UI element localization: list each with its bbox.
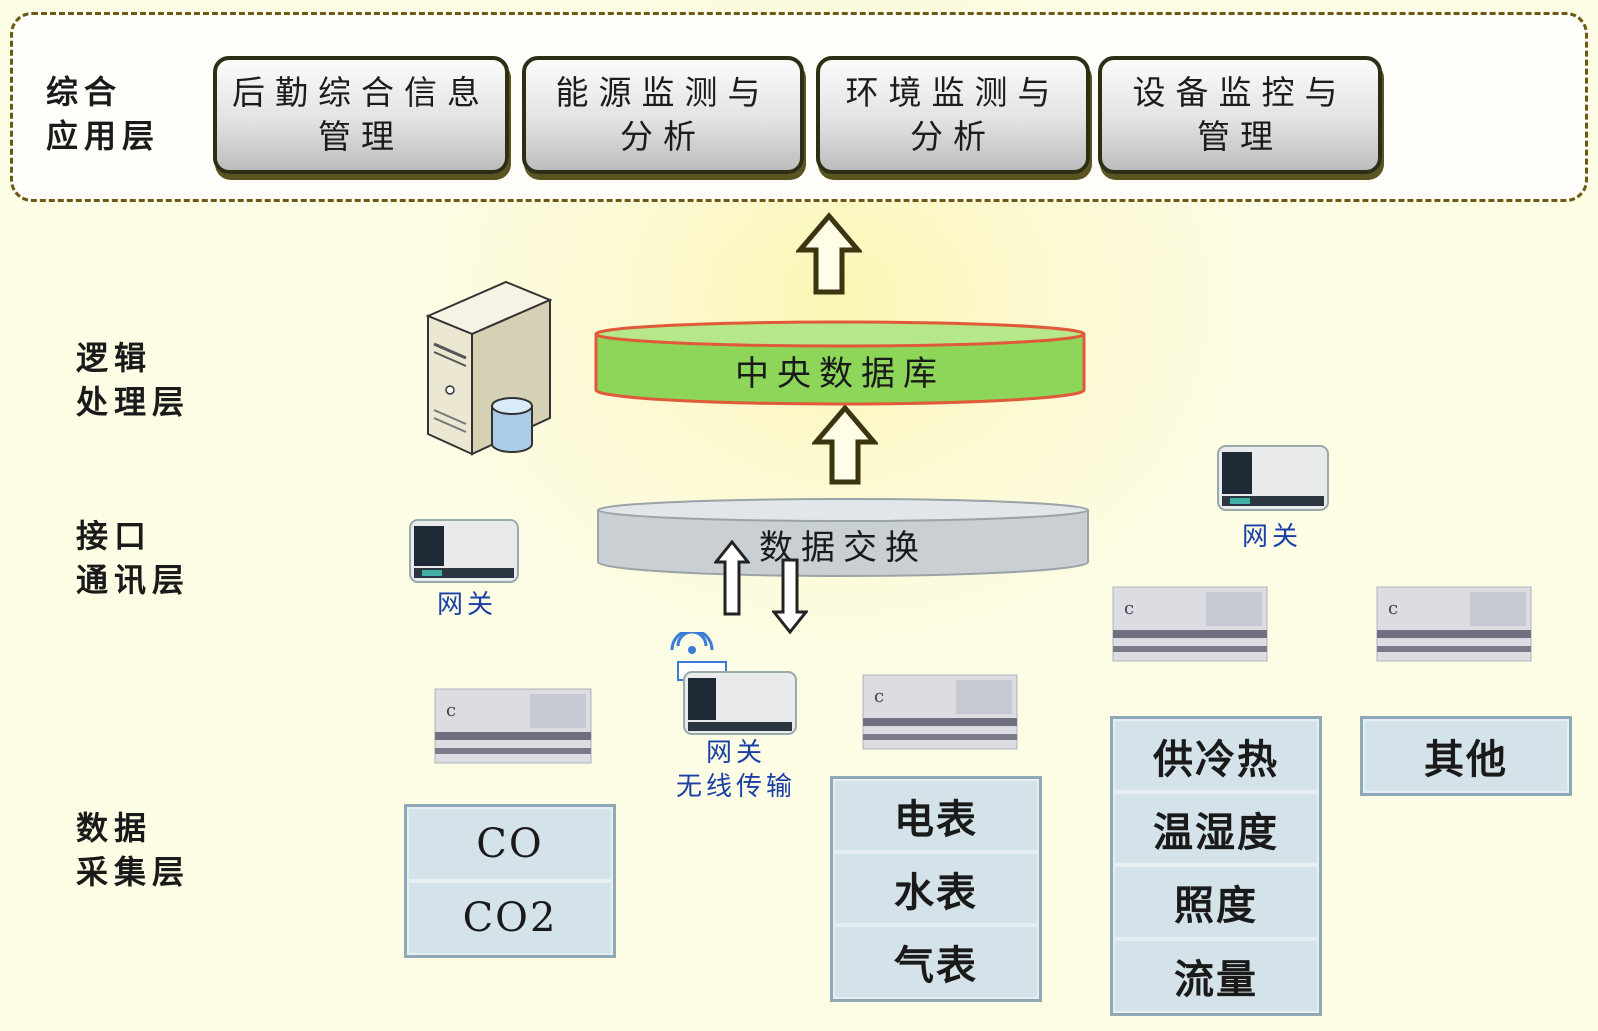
gateway-right-icon [1217,445,1329,511]
gateway-right-label: 网关 [1241,522,1302,552]
sensor-temp-humidity: 温湿度 [1113,792,1319,865]
gateway-left-icon [409,519,519,583]
meter-gas: 气表 [833,925,1039,999]
up-arrow-icon [812,404,878,485]
controller-icon: c [1376,586,1532,662]
svg-text:c: c [1388,598,1398,619]
logic-layer-label: 逻辑 处理层 [76,339,191,421]
module-label: 后勤综合信息管理 [232,73,490,156]
meter-water: 水表 [833,852,1039,925]
central-database-cylinder [594,320,1086,406]
up-arrow-icon [796,212,862,295]
module-logistics-management[interactable]: 后勤综合信息管理 [213,56,509,174]
module-label: 设备监控与管理 [1132,73,1348,156]
sensor-heating-cooling: 供冷热 [1113,719,1319,792]
meter-electric: 电表 [833,779,1039,852]
data-layer-label: 数据 采集层 [76,809,191,891]
module-label: 能源监测与分析 [555,73,771,156]
wireless-gateway-icon [670,632,797,735]
module-environment-monitoring[interactable]: 环境监测与分析 [816,56,1090,174]
sensor-other: 其他 [1363,719,1569,793]
svg-text:c: c [1124,598,1134,619]
interface-layer-label: 接口 通讯层 [76,517,191,599]
module-label: 环境监测与分析 [845,73,1061,156]
controller-icon: c [862,674,1018,750]
server-database-icon [425,280,553,456]
controller-icon: c [434,688,592,764]
gateway-left-label: 网关 [436,590,497,620]
wireless-gateway-label: 网关 无线传输 [675,738,796,802]
module-equipment-control[interactable]: 设备监控与管理 [1098,56,1382,174]
sensor-co: CO [407,807,613,881]
upload-arrow-icon [714,540,750,616]
sensor-illuminance: 照度 [1113,865,1319,939]
download-arrow-icon [772,558,808,634]
sensor-co2: CO2 [407,881,613,955]
svg-text:c: c [446,700,456,721]
air-quality-group: CO CO2 [404,804,616,958]
application-layer-label: 综合 应用层 [46,73,161,155]
hvac-group: 供冷热 温湿度 照度 流量 [1110,716,1322,1016]
svg-text:c: c [874,686,884,707]
other-group: 其他 [1360,716,1572,796]
controller-icon: c [1112,586,1268,662]
meters-group: 电表 水表 气表 [830,776,1042,1002]
sensor-flow: 流量 [1113,939,1319,1013]
module-energy-monitoring[interactable]: 能源监测与分析 [522,56,804,174]
central-database-label: 中央数据库 [735,354,945,394]
data-exchange-label: 数据交换 [759,528,927,568]
